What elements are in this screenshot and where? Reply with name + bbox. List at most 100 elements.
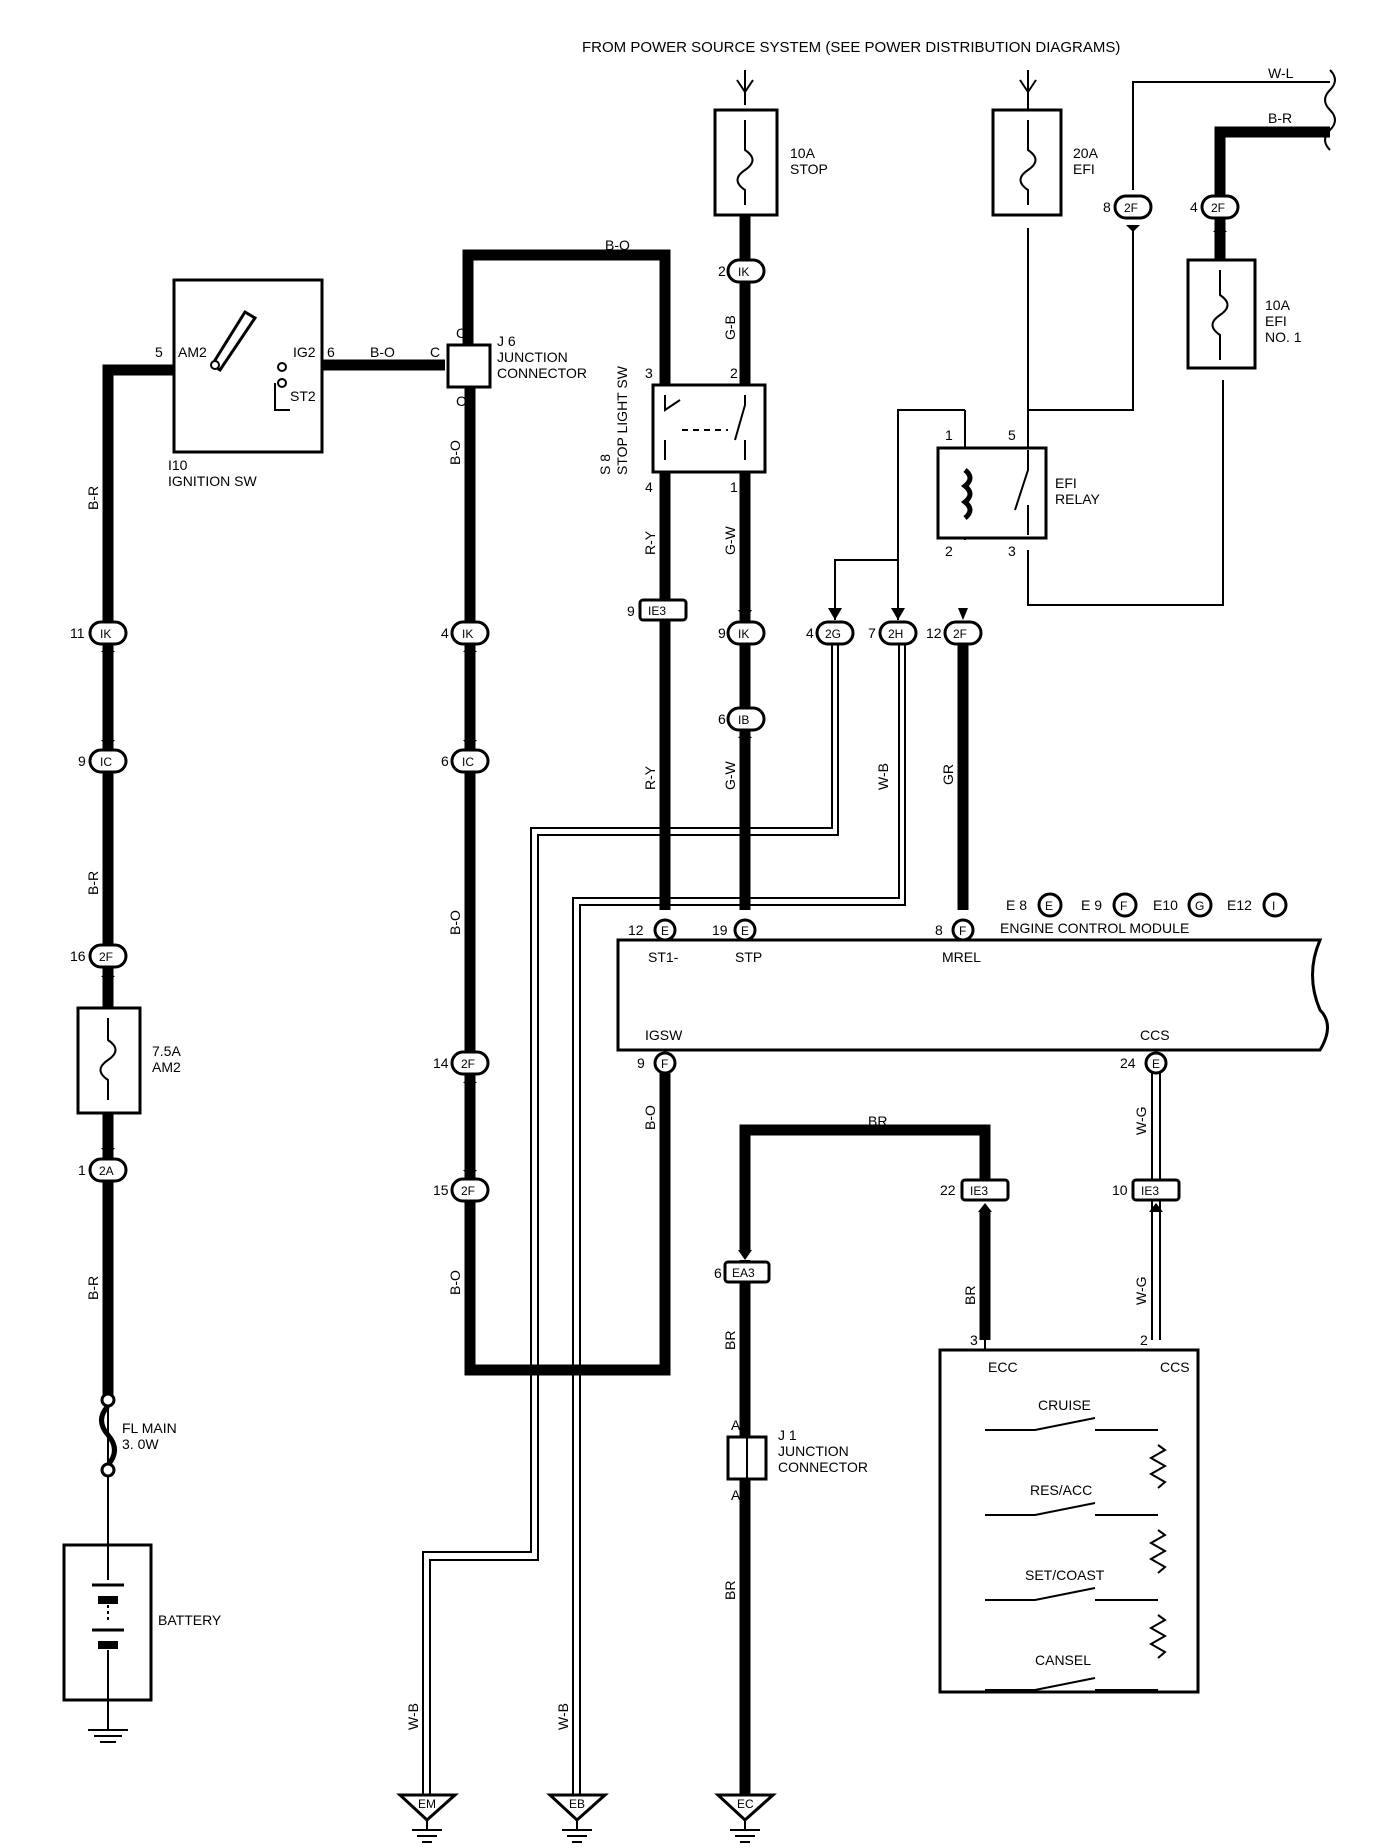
- wire-w-g1: W-G: [1133, 1106, 1149, 1135]
- svg-text:4: 4: [1190, 199, 1198, 215]
- connector-9-ik: 9 IK: [718, 620, 766, 646]
- svg-text:6: 6: [714, 1265, 722, 1281]
- svg-text:IE3: IE3: [970, 1184, 988, 1198]
- connector-7-2h: 7 2H: [868, 620, 918, 646]
- svg-text:E: E: [661, 924, 669, 938]
- arrows: [101, 70, 1227, 1260]
- wire-br4: BR: [722, 1581, 738, 1600]
- svg-text:2G: 2G: [825, 627, 841, 641]
- j6-name: JUNCTION: [497, 349, 568, 365]
- wire-b-o4: B-O: [642, 1105, 658, 1130]
- wire-gr: GR: [940, 764, 956, 785]
- ecm-conn-e12: E12: [1227, 897, 1252, 913]
- sls-name: STOP LIGHT SW: [614, 365, 630, 475]
- stop-light-switch: 3 2 4 1 S 8 STOP LIGHT SW: [597, 365, 767, 495]
- cruise-pin-2: 2: [1140, 1332, 1148, 1348]
- ecm-conn-e9: E 9: [1081, 897, 1102, 913]
- power-source-note: FROM POWER SOURCE SYSTEM (SEE POWER DIST…: [582, 39, 1120, 56]
- fuse-am2-rating: 7.5A: [152, 1043, 181, 1059]
- wire-g-w1: G-W: [722, 525, 738, 555]
- wire-b-o2: B-O: [447, 910, 463, 935]
- efi-relay: 1 5 2 3 EFI RELAY: [936, 427, 1101, 559]
- wire-g-b: G-B: [722, 315, 738, 340]
- fuse-efi-no1-name2: NO. 1: [1265, 329, 1302, 345]
- connector-8-2f: 8 2F: [1103, 194, 1153, 220]
- svg-text:9: 9: [718, 625, 726, 641]
- cruise-term-ccs: CCS: [1160, 1359, 1190, 1375]
- fuse-efi-name: EFI: [1073, 161, 1095, 177]
- svg-text:IK: IK: [738, 627, 749, 641]
- cruise-pin-3: 3: [970, 1332, 978, 1348]
- wire-b-o3: B-O: [447, 1270, 463, 1295]
- wire-w-b-eb: W-B: [555, 1703, 571, 1730]
- wire-br2: BR: [962, 1286, 978, 1305]
- wire-b-r3: B-R: [85, 1276, 101, 1300]
- relay-name2: RELAY: [1055, 491, 1101, 507]
- wire-color-labels: W-L B-R B-O B-O G-B G-W G-W R-Y R-Y W-B …: [85, 65, 1294, 1730]
- sls-pin-1: 1: [730, 479, 738, 495]
- svg-text:E: E: [741, 924, 749, 938]
- ground-eb: EB: [546, 1793, 609, 1843]
- sls-pin-3: 3: [645, 365, 653, 381]
- svg-text:2F: 2F: [1211, 201, 1225, 215]
- svg-text:10: 10: [1112, 1182, 1128, 1198]
- engine-control-module: E 8 E E 9 F E10 G E12 I ENGINE CONTROL M…: [616, 892, 1329, 1052]
- switch-set-coast: SET/COAST: [985, 1567, 1158, 1601]
- svg-text:F: F: [959, 924, 966, 938]
- svg-text:EM: EM: [418, 1797, 436, 1811]
- ecm-term-mrel: MREL: [942, 949, 981, 965]
- j6-pin-c3: C: [456, 393, 466, 409]
- svg-text:11: 11: [70, 625, 85, 641]
- svg-text:9: 9: [627, 603, 635, 619]
- wire-b-o1: B-O: [447, 440, 463, 465]
- wire-w-g2: W-G: [1133, 1276, 1149, 1305]
- svg-text:16: 16: [70, 948, 86, 964]
- svg-text:15: 15: [433, 1182, 449, 1198]
- fuse-stop: 10A STOP: [713, 108, 828, 217]
- ecm-conn-e8-id: E: [1045, 899, 1053, 913]
- fuse-efi-no1-name: EFI: [1265, 313, 1287, 329]
- svg-text:2F: 2F: [99, 950, 113, 964]
- svg-text:7: 7: [868, 625, 876, 641]
- relay-pin-3: 3: [1008, 543, 1016, 559]
- relay-name: EFI: [1055, 475, 1077, 491]
- switch-cansel-label: CANSEL: [1035, 1652, 1091, 1668]
- svg-text:4: 4: [441, 625, 449, 641]
- svg-text:EC: EC: [737, 1797, 754, 1811]
- wire-w-b: W-B: [875, 763, 891, 790]
- connector-11-ik: 11 IK: [70, 620, 128, 646]
- svg-text:IK: IK: [100, 627, 111, 641]
- ecm-term-stp: STP: [735, 949, 762, 965]
- ecm-conn-e10: E10: [1153, 897, 1178, 913]
- svg-text:8: 8: [1103, 199, 1111, 215]
- svg-text:2F: 2F: [1124, 201, 1138, 215]
- switch-cansel: CANSEL: [985, 1652, 1158, 1691]
- svg-text:IB: IB: [738, 713, 749, 727]
- fuse-efi: 20A EFI: [991, 108, 1099, 217]
- cruise-term-ecc: ECC: [988, 1359, 1018, 1375]
- ecm-conn-e9-id: F: [1120, 899, 1127, 913]
- svg-text:E: E: [1152, 1057, 1160, 1071]
- j1-name: JUNCTION: [778, 1443, 849, 1459]
- ecm-conn-e8: E 8: [1006, 897, 1027, 913]
- thin-wires: [107, 80, 1330, 1800]
- wire-b-o-ign: B-O: [370, 344, 395, 360]
- sls-pin-2: 2: [730, 365, 738, 381]
- wire-r-y2: R-Y: [642, 765, 658, 790]
- svg-text:EA3: EA3: [732, 1266, 755, 1280]
- battery: BATTERY: [62, 1543, 222, 1743]
- j1-pin-a1: A: [731, 1417, 741, 1433]
- svg-text:2H: 2H: [888, 627, 903, 641]
- ign-term-st2: ST2: [290, 388, 316, 404]
- svg-text:IK: IK: [738, 265, 749, 279]
- ecm-conn-e12-id: I: [1272, 899, 1275, 913]
- sls-pin-4: 4: [645, 479, 653, 495]
